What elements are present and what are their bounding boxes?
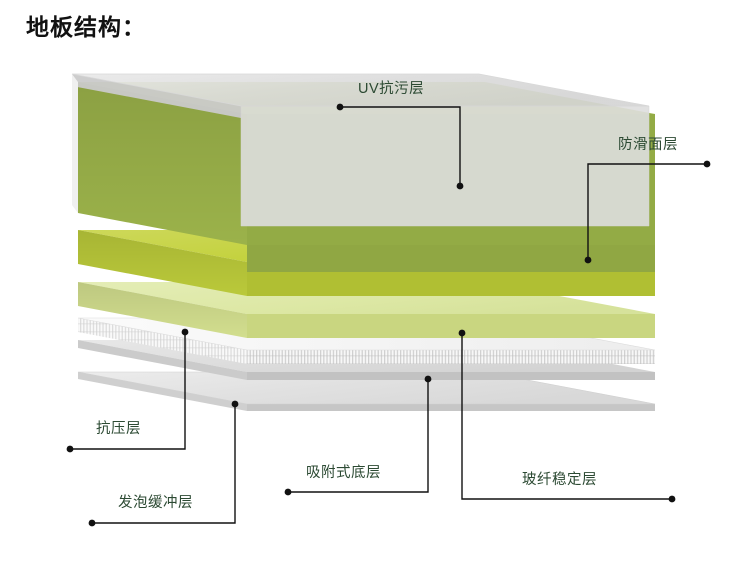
leader-wear-resist	[70, 332, 186, 450]
stack-left-spine	[72, 74, 78, 213]
callout-label-wear-resist: 抗压层	[96, 421, 141, 437]
leader-adsorption-base	[288, 379, 429, 493]
page-title: 地板结构：	[26, 14, 146, 40]
leader-glass-fiber	[461, 333, 672, 500]
callout-label-foam-cushion: 发泡缓冲层	[118, 495, 193, 511]
leader-anti-slip-surface	[587, 163, 707, 260]
leader-foam-cushion	[92, 404, 236, 524]
callout-label-glass-fiber: 玻纤稳定层	[522, 472, 597, 488]
callout-leader-lines	[70, 106, 707, 524]
callout-label-uv-coating: UV抗污层	[358, 81, 425, 97]
callout-label-adsorption-base: 吸附式底层	[306, 465, 381, 481]
callout-label-anti-slip-surface: 防滑面层	[618, 137, 678, 153]
callout-dots	[66, 103, 711, 527]
layer-uv-coating	[71, 73, 650, 227]
leader-uv-coating	[340, 106, 461, 186]
